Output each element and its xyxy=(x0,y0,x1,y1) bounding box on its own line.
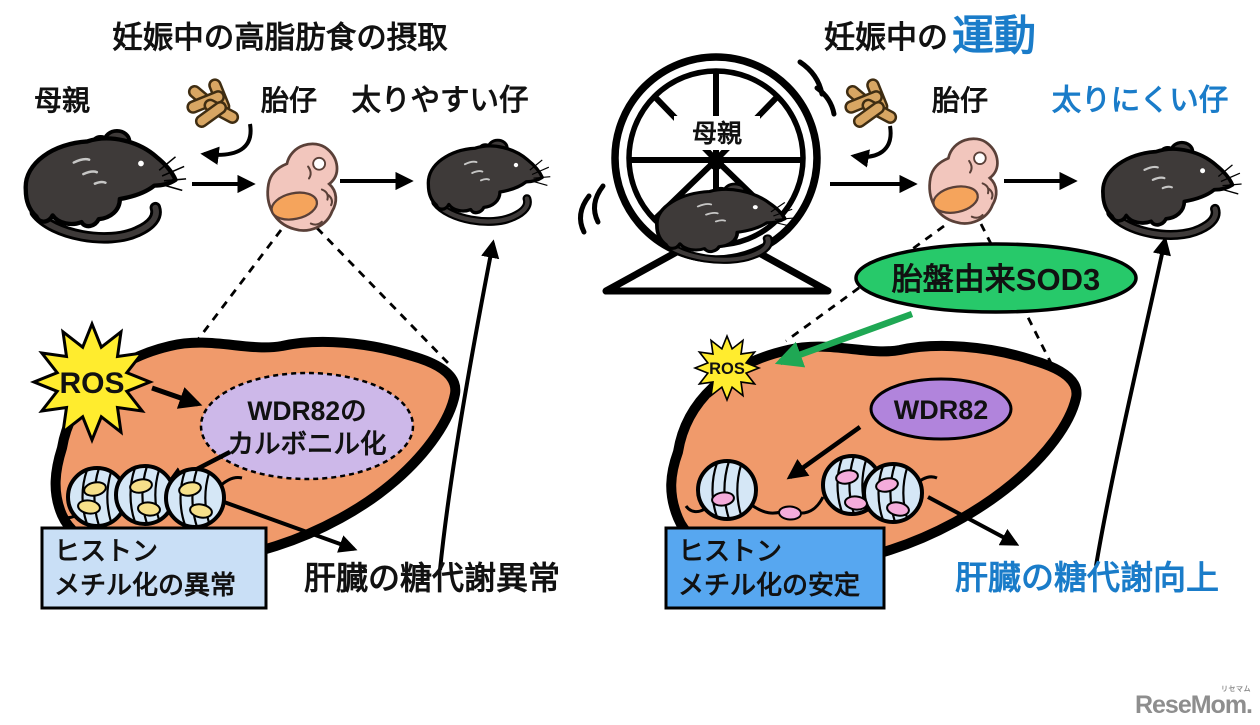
offspring-label-right: 太りにくい仔 xyxy=(1052,84,1228,117)
resemom-logo: リセマム ReseMom. xyxy=(1135,685,1253,719)
histone-box-line1: ヒストン xyxy=(678,536,782,566)
outcome-label-left: 肝臓の糖代謝異常 xyxy=(304,560,560,596)
ros-label: ROS xyxy=(59,367,124,400)
ros-starburst: ROS xyxy=(32,322,152,442)
histone-nucleosomes xyxy=(684,454,938,524)
right-title-blue: 運動 xyxy=(952,12,1036,59)
offspring-label-left: 太りやすい仔 xyxy=(351,84,528,117)
arrow-outcome-to-offspring xyxy=(1094,236,1171,567)
right-title-black: 妊娠中の xyxy=(824,20,948,55)
offspring-mouse-right xyxy=(1103,142,1242,234)
histone-box-line2: メチル化の安定 xyxy=(678,570,860,600)
fetus-label-right: 胎仔 xyxy=(932,85,988,116)
wheel-stand xyxy=(602,239,832,295)
resemom-logo-ruby: リセマム xyxy=(1221,685,1251,693)
food-pellets-icon xyxy=(184,76,242,131)
outcome-label-right: 肝臓の糖代謝向上 xyxy=(955,559,1219,596)
resemom-logo-text: ReseMom. xyxy=(1135,691,1252,719)
offspring-mouse-left xyxy=(428,140,550,221)
arrow-outcome-to-offspring xyxy=(438,239,500,571)
wdr82-label: WDR82 xyxy=(894,395,989,425)
wdr82-label-line1: WDR82の xyxy=(247,396,366,426)
left-title: 妊娠中の高脂肪食の摂取 xyxy=(112,20,448,55)
arrow-sod3-to-ros xyxy=(774,310,914,368)
histone-box-line1: ヒストン xyxy=(54,536,158,566)
histone-status-box: ヒストン メチル化の異常 xyxy=(40,526,268,610)
histone-nucleosomes xyxy=(56,464,243,529)
sod3-ellipse: 胎盤由来SOD3 xyxy=(854,242,1138,314)
right-panel: 妊娠中の 運動 ROS 胎盤由来SOD3 WDR82 xyxy=(577,12,1242,610)
histone-status-box: ヒストン メチル化の安定 xyxy=(664,526,886,610)
mother-label-left: 母親 xyxy=(34,85,90,116)
wdr82-ellipse: WDR82 xyxy=(869,377,1013,441)
running-wheel: 母親 xyxy=(577,53,837,295)
fetus-figure-right xyxy=(928,137,999,225)
mother-label-wheel: 母親 xyxy=(692,120,742,148)
mother-mouse xyxy=(26,131,186,238)
histone-box-line2: メチル化の異常 xyxy=(54,570,236,600)
arrow-histones-to-outcome xyxy=(223,500,358,553)
dashed-connector xyxy=(979,223,1059,376)
food-pellets-icon xyxy=(842,76,900,131)
arrow-wdr82-to-histones xyxy=(786,425,862,480)
right-title: 妊娠中の 運動 xyxy=(824,12,1036,59)
wdr82-carbonylation-ellipse: WDR82の カルボニル化 xyxy=(199,371,415,481)
motion-marks xyxy=(577,59,837,235)
ros-starburst-small: ROS xyxy=(694,335,760,401)
arrow-pellets-to-mother xyxy=(850,125,893,168)
sod3-label: 胎盤由来SOD3 xyxy=(891,262,1100,297)
arrow-pellets-to-mother xyxy=(200,123,253,165)
ros-label: ROS xyxy=(709,360,745,378)
wdr82-label-line2: カルボニル化 xyxy=(228,429,387,459)
dashed-connector xyxy=(315,227,451,365)
arrow-ros-to-wdr82 xyxy=(151,385,203,409)
arrow-liver-to-outcome xyxy=(927,495,1020,546)
fetus-figure-left xyxy=(266,142,339,232)
fetus-label-left: 胎仔 xyxy=(261,85,317,116)
left-panel: 妊娠中の高脂肪食の摂取 ROS WDR82の カルボニル化 xyxy=(26,20,560,610)
